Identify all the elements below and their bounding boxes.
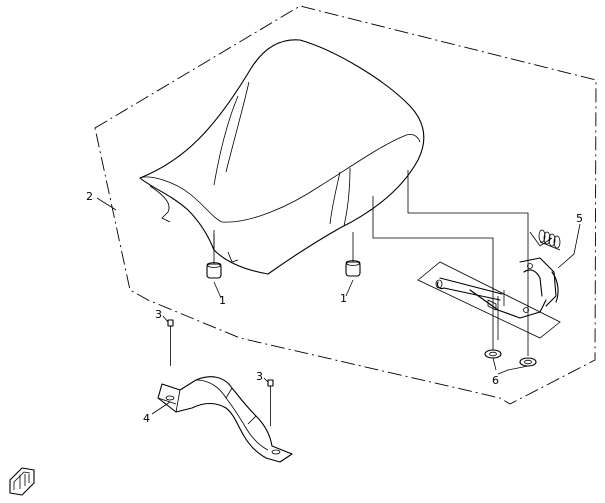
seat-latch-assembly (417, 229, 561, 340)
callout-2: 2 (86, 190, 93, 203)
callout-6: 6 (492, 374, 499, 387)
front-direction-arrow-icon (9, 467, 35, 496)
callout-3-right: 3 (256, 370, 263, 383)
latch-bushing-left (484, 349, 502, 359)
callout-4: 4 (143, 412, 150, 425)
assembly-boundary (94, 5, 597, 405)
seat-mounting-bracket (157, 376, 293, 463)
latch-bushing-right (519, 357, 537, 367)
callout-1-right: 1 (340, 292, 347, 305)
bolt-left (167, 319, 174, 366)
rubber-cushion-left (206, 234, 222, 279)
alignment-guide-lines (372, 170, 529, 356)
bolt-right (267, 379, 274, 426)
callout-3-left: 3 (155, 308, 162, 321)
callout-5: 5 (576, 212, 583, 225)
rubber-cushion-right (345, 232, 361, 277)
seat-cushion (139, 39, 425, 275)
callout-1-left: 1 (219, 294, 226, 307)
leader-lines (96, 197, 581, 415)
latch-spring (538, 229, 561, 251)
